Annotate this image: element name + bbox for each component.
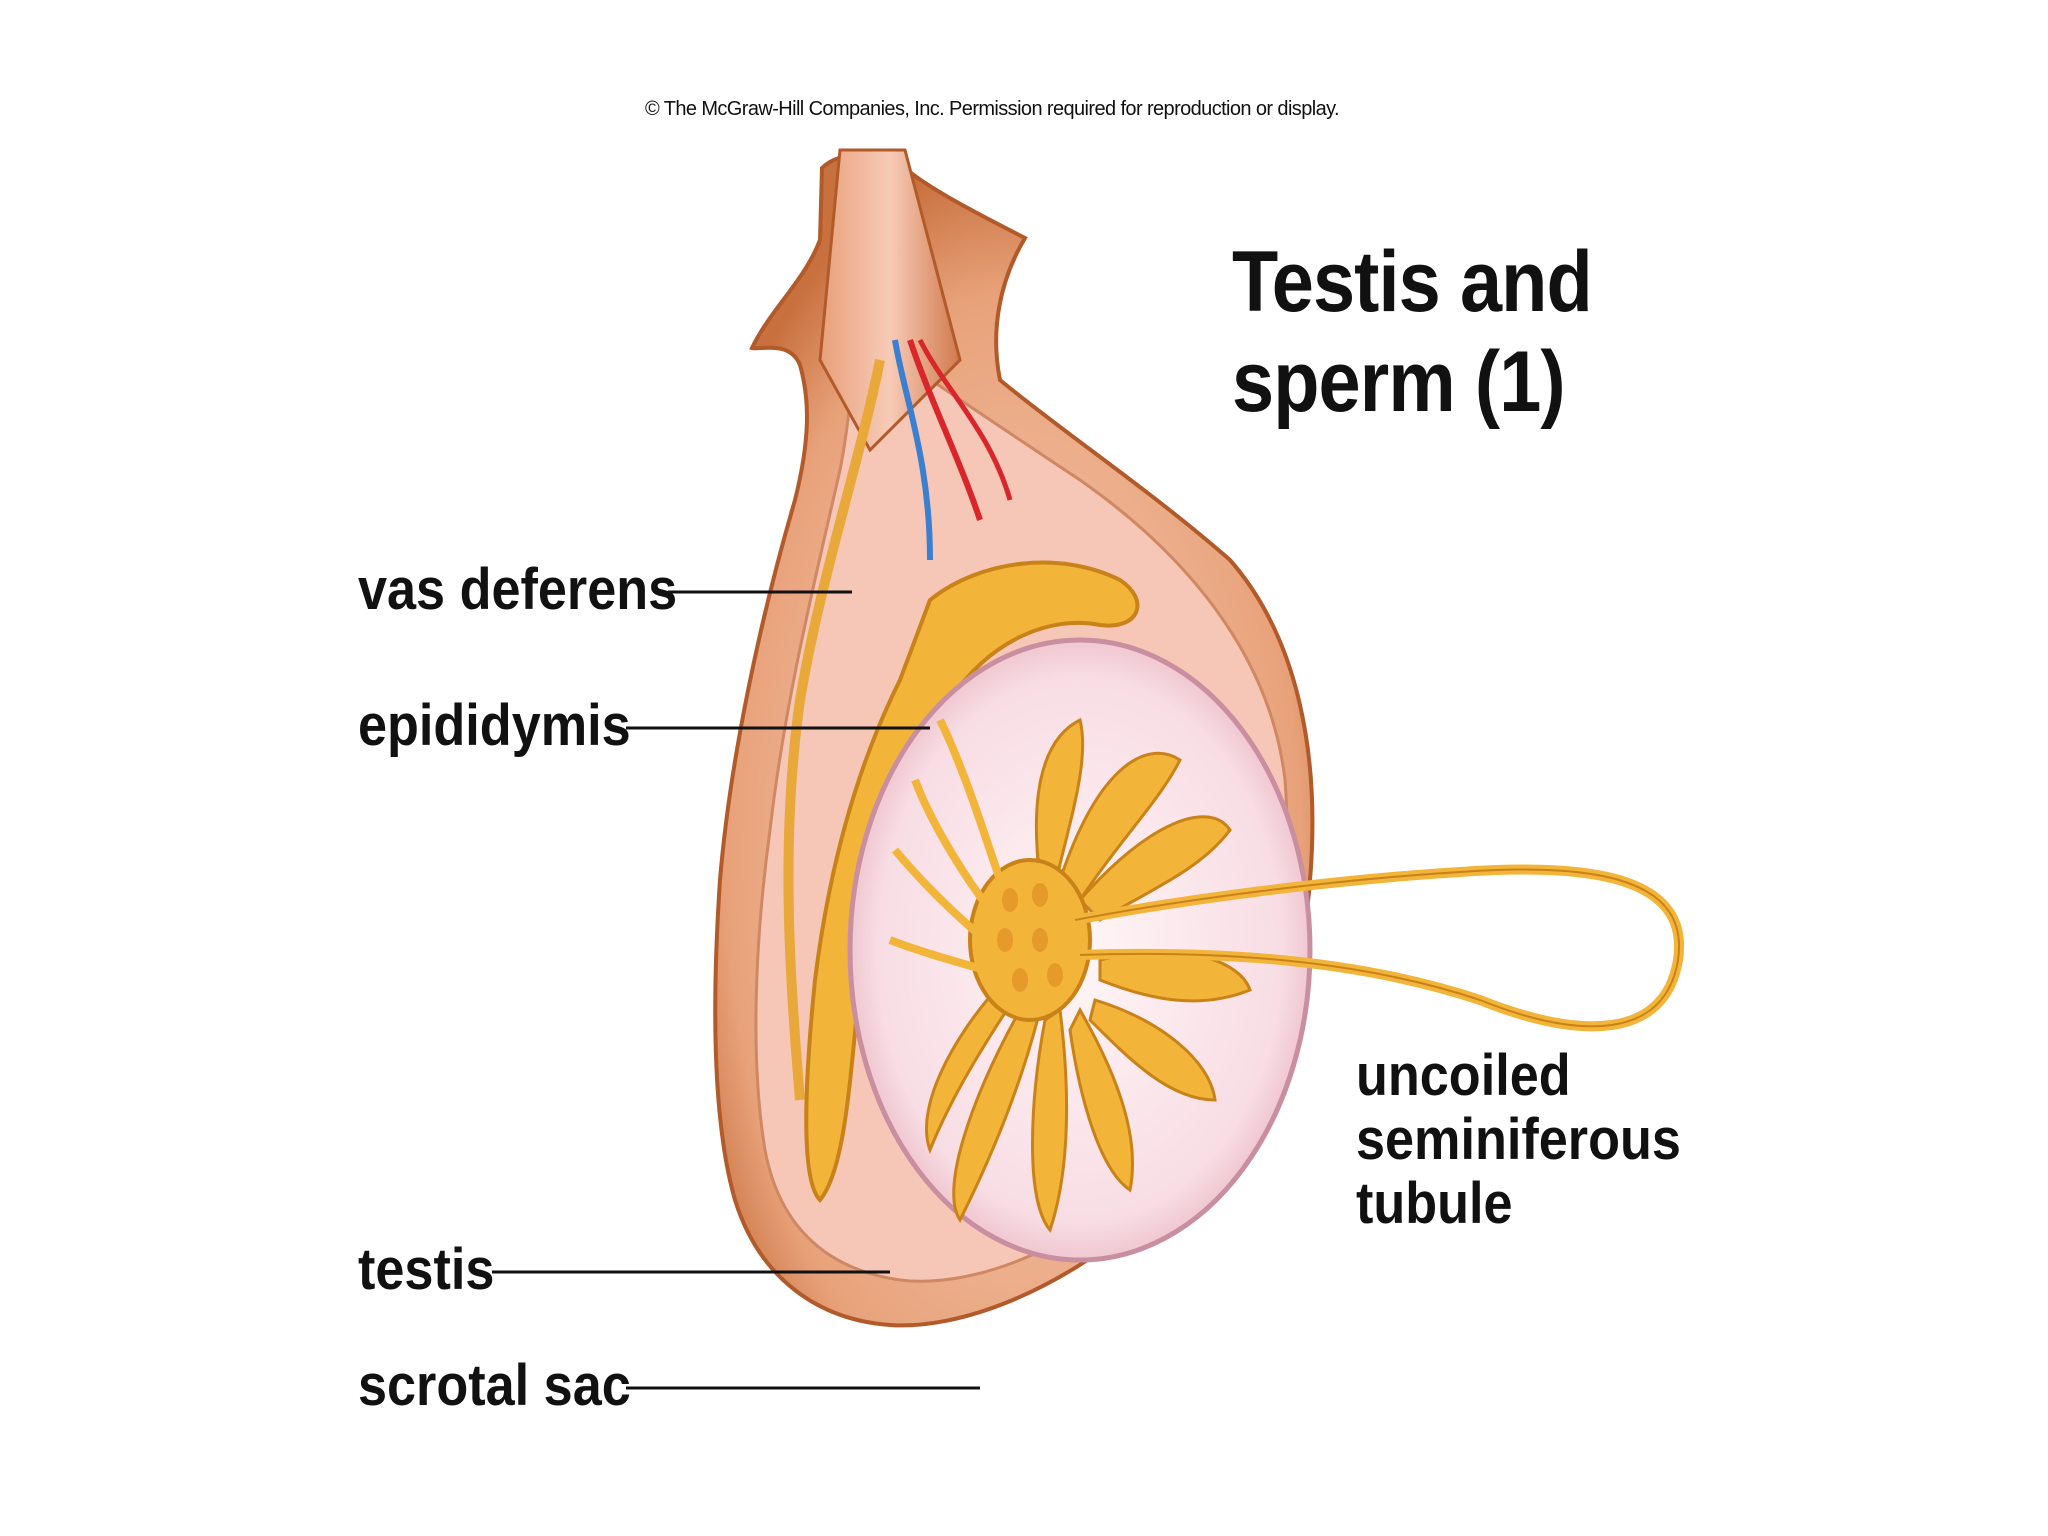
label-uncoiled-line-1: uncoiled (1356, 1043, 1571, 1108)
copyright-notice: © The McGraw-Hill Companies, Inc. Permis… (645, 98, 1340, 120)
title-line-1: Testis and (1232, 234, 1593, 330)
vein-vessel (892, 339, 933, 561)
label-uncoiled-seminiferous-tubule: uncoiled seminiferous tubule (1356, 1044, 1681, 1236)
label-uncoiled-line-2: seminiferous (1356, 1107, 1681, 1172)
label-vas-deferens: vas deferens (358, 557, 678, 622)
uncoiled-tubule-outline (1074, 868, 1681, 1028)
label-scrotal-sac: scrotal sac (358, 1353, 631, 1418)
rete-testis-holes (997, 883, 1063, 992)
title-line-2: sperm (1) (1232, 334, 1566, 430)
vas-deferens-tube (783, 359, 885, 1101)
seminiferous-lobules (925, 717, 1252, 1234)
diagram-title: Testis and sperm (1) (1232, 232, 1593, 432)
efferent-ducts (888, 718, 1004, 974)
artery-vessel (907, 339, 983, 521)
rete-testis (968, 858, 1092, 1022)
label-uncoiled-line-3: tubule (1356, 1171, 1513, 1236)
artery-vessel-2 (917, 338, 1013, 501)
label-testis: testis (358, 1237, 495, 1302)
label-epididymis: epididymis (358, 693, 631, 758)
